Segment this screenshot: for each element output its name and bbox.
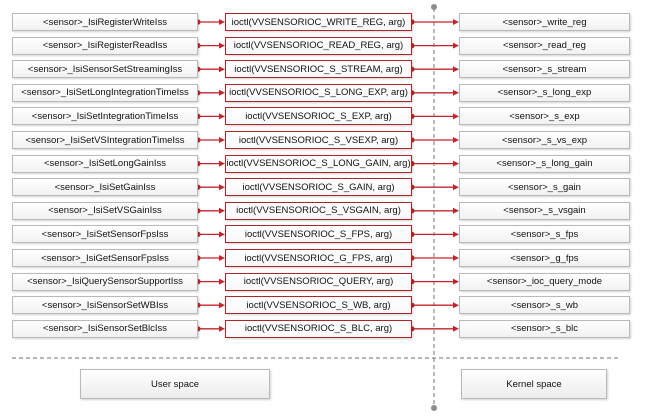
arrowhead	[219, 207, 225, 214]
kernel-function-box: <sensor>_g_fps	[459, 249, 630, 267]
arrowhead	[219, 19, 225, 25]
kernel-function-box: <sensor>_s_blc	[459, 319, 630, 338]
left-function-box: <sensor>_IsiSetIntegrationTimeIss	[12, 107, 198, 126]
left-function-box: <sensor>_IsiSetVSIntegrationTimeIss	[12, 131, 198, 149]
kernel-function-box: <sensor>_s_wb	[459, 296, 630, 315]
kernel-function-box: <sensor>_s_vsgain	[459, 201, 630, 220]
arrowhead	[219, 184, 225, 191]
kernel-function-box: <sensor>_s_stream	[459, 60, 630, 79]
arrowhead	[453, 42, 459, 49]
ioctl-call-box: ioctl(VVSENSORIOC_QUERY, arg)	[225, 272, 412, 291]
kernel-function-box: <sensor>_write_reg	[459, 13, 630, 31]
ioctl-call-box: ioctl(VVSENSORIOC_S_VSEXP, arg)	[225, 131, 412, 149]
arrowhead	[453, 184, 459, 191]
left-function-box: <sensor>_IsiQuerySensorSupportIss	[12, 272, 198, 291]
left-function-box: <sensor>_IsiSetGainIss	[12, 178, 198, 197]
left-function-box: <sensor>_IsiSetSensorFpsIss	[12, 225, 198, 244]
ioctl-call-box: ioctl(VVSENSORIOC_S_VSGAIN, arg)	[225, 201, 412, 220]
kernel-function-box: <sensor>_s_vs_exp	[459, 131, 630, 149]
arrowhead	[453, 137, 459, 143]
arrowhead	[219, 325, 225, 332]
arrowhead	[453, 160, 459, 167]
kernel-function-box: <sensor>_s_exp	[459, 107, 630, 126]
arrowhead	[219, 255, 225, 261]
left-function-box: <sensor>_IsiRegisterWriteIss	[12, 13, 198, 31]
arrowhead	[219, 113, 225, 120]
arrowhead	[453, 113, 459, 120]
kernel-function-box: <sensor>_read_reg	[459, 36, 630, 55]
arrowhead	[219, 278, 225, 285]
arrowhead	[219, 302, 225, 309]
kernel-function-box: <sensor>_s_gain	[459, 178, 630, 197]
arrowhead	[453, 302, 459, 309]
kernel-function-box: <sensor>_ioc_query_mode	[459, 272, 630, 291]
arrowhead	[453, 89, 459, 96]
ioctl-call-box: ioctl(VVSENSORIOC_S_LONG_GAIN, arg)	[225, 154, 412, 173]
left-function-box: <sensor>_IsiSetVSGainIss	[12, 201, 198, 220]
arrowhead	[453, 207, 459, 214]
arrowhead	[453, 325, 459, 332]
left-function-box: <sensor>_IsiSensorSetBlcIss	[12, 319, 198, 338]
arrowhead	[219, 160, 225, 167]
arrowhead	[453, 231, 459, 238]
ioctl-call-box: ioctl(VVSENSORIOC_S_LONG_EXP, arg)	[225, 83, 412, 102]
arrowhead	[453, 19, 459, 25]
ioctl-call-box: ioctl(VVSENSORIOC_S_WB, arg)	[225, 296, 412, 315]
ioctl-call-box: ioctl(VVSENSORIOC_S_BLC, arg)	[225, 319, 412, 338]
boundary-bottom-dot	[431, 405, 437, 411]
left-function-box: <sensor>_IsiRegisterReadIss	[12, 36, 198, 55]
left-function-box: <sensor>_IsiSetLongGainIss	[12, 154, 198, 173]
arrowhead	[453, 66, 459, 73]
kernel-function-box: <sensor>_s_long_gain	[459, 154, 630, 173]
ioctl-call-box: ioctl(VVSENSORIOC_READ_REG, arg)	[225, 36, 412, 55]
arrowhead	[219, 231, 225, 238]
left-function-box: <sensor>_IsiGetSensorFpsIss	[12, 249, 198, 267]
ioctl-call-box: ioctl(VVSENSORIOC_S_FPS, arg)	[225, 225, 412, 244]
arrowhead	[219, 42, 225, 49]
boundary-top-dot	[431, 4, 437, 10]
arrowhead	[453, 278, 459, 285]
ioctl-call-box: ioctl(VVSENSORIOC_G_FPS, arg)	[225, 249, 412, 267]
arrowhead	[219, 89, 225, 96]
ioctl-call-box: ioctl(VVSENSORIOC_S_STREAM, arg)	[225, 60, 412, 79]
arrowhead	[219, 66, 225, 73]
arrowhead	[453, 255, 459, 261]
kernel-function-box: <sensor>_s_fps	[459, 225, 630, 244]
ioctl-call-box: ioctl(VVSENSORIOC_WRITE_REG, arg)	[225, 13, 412, 31]
kernel-space-box: Kernel space	[461, 369, 607, 399]
kernel-function-box: <sensor>_s_long_exp	[459, 83, 630, 102]
ioctl-call-box: ioctl(VVSENSORIOC_S_GAIN, arg)	[225, 178, 412, 197]
arrowhead	[219, 137, 225, 143]
left-function-box: <sensor>_IsiSetLongIntegrationTimeIss	[12, 83, 198, 102]
left-function-box: <sensor>_IsiSensorSetStreamingIss	[12, 60, 198, 79]
ioctl-call-box: ioctl(VVSENSORIOC_S_EXP, arg)	[225, 107, 412, 126]
left-function-box: <sensor>_IsiSensorSetWBIss	[12, 296, 198, 315]
user-space-box: User space	[80, 369, 270, 399]
